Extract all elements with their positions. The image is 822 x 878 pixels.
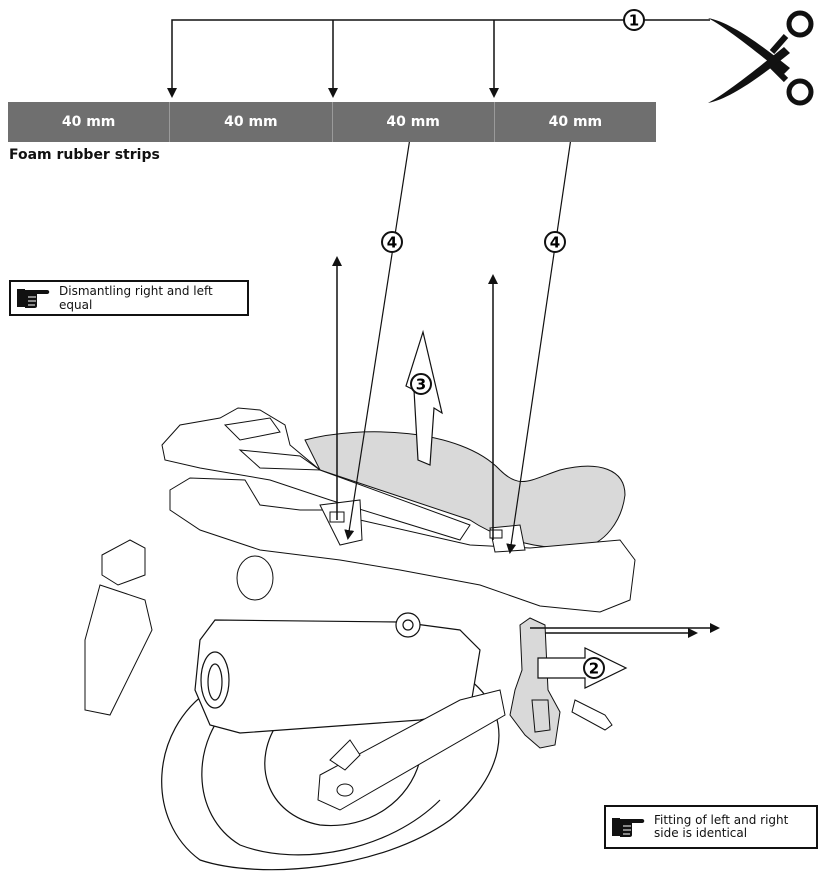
- foot-peg: [571, 699, 613, 731]
- callout-4-left-label: 4: [387, 234, 397, 252]
- swing-arm: [317, 689, 506, 811]
- pointing-hand-icon: [17, 289, 50, 308]
- pointing-hand-icon: [612, 818, 645, 837]
- note-fitting-text: Fitting of left and right side is identi…: [654, 813, 789, 840]
- strip-leader-lines: [344, 137, 572, 554]
- callout-4-right-label: 4: [550, 234, 560, 252]
- callout-4-right: 4: [544, 231, 566, 253]
- exhaust-silencer: [194, 612, 481, 734]
- callout-3-arrow: 3: [405, 329, 443, 466]
- rear-wheel: [161, 679, 500, 871]
- license-plate-holder: [84, 539, 274, 716]
- callout-1: 1: [623, 9, 645, 31]
- strip-segment: 40 mm: [333, 102, 495, 142]
- callout-4-left: 4: [381, 231, 403, 253]
- side-cover: [509, 617, 561, 749]
- vertical-lift-arrows: [332, 256, 498, 540]
- cut-guide-lines: [167, 19, 710, 98]
- strip-segment: 40 mm: [548, 114, 603, 130]
- strip-segment: 40 mm: [170, 102, 333, 142]
- removal-direction-arrows: [530, 623, 720, 638]
- luggage-rack: [161, 407, 471, 541]
- note-fitting: Fitting of left and right side is identi…: [604, 805, 818, 849]
- scissors-icon: [708, 10, 814, 106]
- note-dismantling-text: Dismantling right and left equal: [59, 284, 213, 312]
- strip-caption: Foam rubber strips: [9, 147, 160, 163]
- callout-2-arrow: 2: [537, 647, 628, 689]
- callout-3-label: 3: [416, 376, 426, 394]
- note-dismantling: Dismantling right and left equal: [9, 280, 249, 316]
- strip-segment: 40 mm: [8, 102, 171, 142]
- callout-2-label: 2: [589, 660, 599, 678]
- callout-1-label: 1: [629, 12, 639, 30]
- foam-strip-bar: 40 mm 40 mm 40 mm 40 mm: [8, 102, 656, 142]
